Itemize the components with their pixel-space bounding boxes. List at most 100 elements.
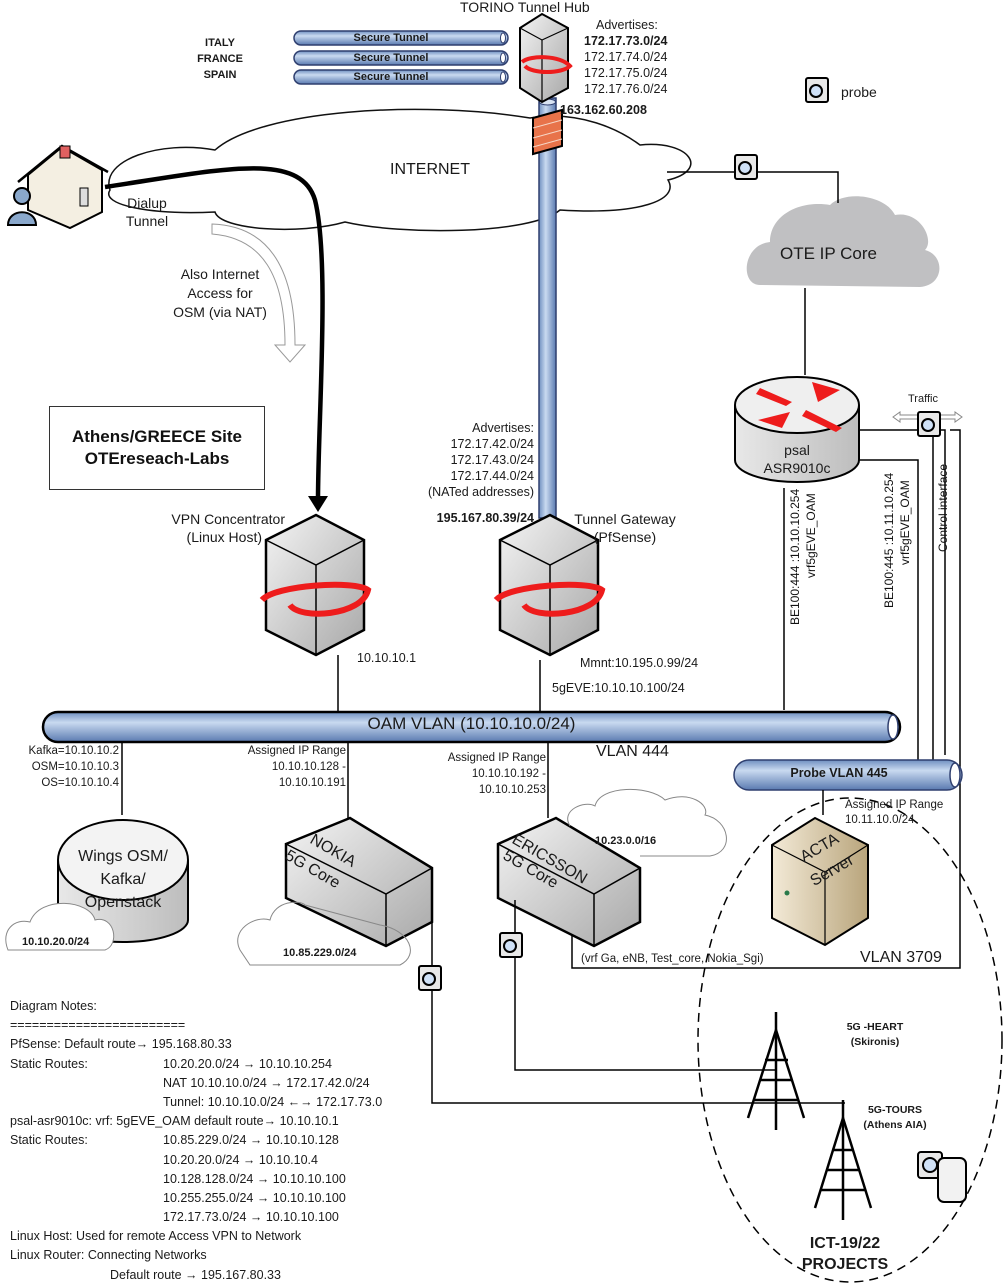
secure-tunnel-label: Secure Tunnel — [353, 32, 429, 44]
nokia-core-box-icon — [284, 816, 434, 948]
nokia-range-label: Assigned IP Range — [247, 745, 346, 757]
country-label: SPAIN — [203, 69, 237, 81]
gateway-prefix: 172.17.42.0/24 — [450, 437, 534, 451]
gateway-title: Tunnel Gateway — [574, 511, 676, 527]
wings-ip: OSM=10.10.10.3 — [31, 761, 119, 773]
site-5g-tours-line: (Athens AIA) — [863, 1119, 927, 1131]
nokia-subnet: 10.85.229.0/24 — [283, 947, 357, 959]
nat-note-line: OSM (via NAT) — [173, 304, 267, 320]
site-5g-heart-line: 5G -HEART — [846, 1021, 904, 1033]
wings-label-line: Kafka/ — [100, 871, 146, 888]
vpn-ip: 10.10.10.1 — [357, 651, 417, 665]
gateway-advertises-label: Advertises: — [472, 421, 534, 435]
notes-title: Diagram Notes: — [10, 999, 97, 1013]
tower-5g-tours-icon — [813, 1100, 873, 1220]
torino-hub-title: TORINO Tunnel Hub — [460, 0, 590, 15]
mobile-probe-device-icon — [917, 1151, 967, 1203]
internet-label: INTERNET — [390, 161, 470, 178]
ict-projects-line: PROJECTS — [801, 1256, 889, 1273]
site-title-box: Athens/GREECE Site OTEreseach-Labs — [49, 406, 265, 490]
ericsson-subnet-cloud — [567, 789, 727, 857]
vpn-title: (Linux Host) — [186, 529, 262, 545]
torino-prefix: 172.17.76.0/24 — [584, 82, 668, 96]
gateway-title: (PfSense) — [593, 529, 657, 545]
wings-ip: OS=10.10.10.4 — [41, 777, 119, 789]
notes-row-value: Default route → 195.167.80.33 — [110, 1267, 281, 1282]
ericsson-subnet: 10.23.0.0/16 — [595, 835, 657, 847]
country-label: FRANCE — [197, 53, 243, 65]
site-title-line: OTEreseach-Labs — [84, 449, 230, 468]
probe-vlan-range-label: Assigned IP Range — [845, 799, 944, 811]
probe-icon-ericsson — [499, 932, 523, 958]
torino-advertises-label: Advertises: — [596, 18, 658, 32]
dialup-arrowhead — [308, 496, 328, 512]
site-5g-tours-label: 5G-TOURS (Athens AIA) — [850, 1103, 940, 1133]
nat-access-arrow — [211, 223, 307, 363]
nokia-range: 10.10.10.191 — [278, 777, 346, 789]
ericsson-vrf-note: (vrf Ga, eNB, Test_core, Nokia_Sgi) — [581, 953, 764, 965]
notes-row-value: Tunnel: 10.10.10.0/24 ←→ 172.17.73.0 — [163, 1094, 383, 1109]
notes-row-value: NAT 10.10.10.0/24 → 172.17.42.0/24 — [163, 1075, 370, 1090]
oam-vlan-label: OAM VLAN (10.10.10.0/24) — [367, 714, 576, 733]
home-user-icon — [6, 144, 109, 230]
router-link2-label: BE100:445 :10.11.10.254 — [882, 472, 896, 608]
notes-row-key: Static Routes: — [10, 1056, 88, 1071]
ote-ip-core-cloud — [746, 196, 940, 287]
site-5g-heart-line: (Skironis) — [850, 1036, 900, 1048]
gateway-prefix: 172.17.44.0/24 — [450, 469, 534, 483]
site-5g-tours-line: 5G-TOURS — [867, 1104, 923, 1116]
probe-vlan-range: 10.11.10.0/24 — [845, 814, 915, 826]
nokia-subnet-cloud — [237, 901, 411, 966]
notes-row-value: 10.20.20.0/24 → 10.10.10.4 — [163, 1152, 318, 1167]
torino-prefix: 172.17.73.0/24 — [584, 34, 668, 48]
nat-note-line: Also Internet — [180, 266, 260, 282]
gateway-prefix: 172.17.43.0/24 — [450, 453, 534, 467]
notes-row-key: Static Routes: — [10, 1133, 88, 1148]
country-label: ITALY — [205, 37, 235, 49]
probe-icon-nokia — [418, 965, 442, 991]
ericsson-core-box-icon — [496, 816, 642, 948]
secure-tunnel-label: Secure Tunnel — [353, 52, 429, 64]
acta-server-icon — [771, 816, 869, 947]
notes-row-value: 10.128.128.0/24 → 10.10.10.100 — [163, 1171, 346, 1186]
ict-projects-boundary — [697, 797, 1003, 1283]
gateway-public-ip: 195.167.80.39/24 — [436, 511, 534, 525]
probe-icon-legend — [805, 77, 829, 103]
site-title-line: Athens/GREECE Site — [71, 427, 243, 446]
notes-row-key: psal-asr9010c: vrf: 5gEVE_OAM default ro… — [10, 1114, 339, 1129]
nat-note-line: Access for — [187, 285, 253, 301]
secure-tunnel-label: Secure Tunnel — [353, 71, 429, 83]
wings-label-line: Wings OSM/ — [78, 848, 168, 865]
traffic-label: Traffic — [908, 393, 938, 405]
notes-row-key: PfSense: Default route→ 195.168.80.33 — [10, 1037, 232, 1052]
probe-icon-traffic — [917, 411, 941, 437]
notes-row-value: 10.20.20.0/24 → 10.10.10.254 — [163, 1056, 332, 1071]
vlan-444-label: VLAN 444 — [596, 743, 669, 760]
dialup-label: Tunnel — [125, 213, 169, 229]
notes-row-key: Linux Router: Connecting Networks — [10, 1248, 207, 1263]
wings-ip: Kafka=10.10.10.2 — [28, 745, 119, 757]
ict-projects-line: ICT-19/22 — [809, 1235, 881, 1252]
ericsson-range: 10.10.10.192 - — [471, 768, 546, 780]
wings-subnet-cloud — [5, 902, 115, 951]
firewall-icon — [532, 108, 563, 156]
torino-prefix: 172.17.75.0/24 — [584, 66, 668, 80]
vpn-concentrator-server-icon — [259, 513, 372, 657]
ericsson-range: 10.10.10.253 — [478, 784, 546, 796]
router-link1-vrf: vrf5gEVE_OAM — [804, 493, 818, 578]
notes-row-value: 172.17.73.0/24 → 10.10.10.100 — [163, 1210, 339, 1225]
tunnel-gateway-server-icon — [493, 513, 606, 657]
secure-tunnel-pipes — [293, 30, 509, 85]
ict-projects-label: ICT-19/22 PROJECTS — [785, 1233, 905, 1275]
oam-vlan-pipe — [41, 710, 902, 744]
wings-subnet: 10.10.20.0/24 — [22, 936, 90, 948]
torino-hub-server-icon — [519, 12, 573, 104]
notes-separator: ======================== — [10, 1018, 186, 1033]
notes-row-value: 10.255.255.0/24 → 10.10.10.100 — [163, 1190, 346, 1205]
torino-public-ip: 163.162.60.208 — [560, 103, 647, 117]
wings-label-line: Openstack — [84, 894, 162, 911]
dialup-tunnel-line — [104, 166, 325, 501]
torino-prefix: 172.17.74.0/24 — [584, 50, 668, 64]
notes-row-key: Linux Host: Used for remote Access VPN t… — [10, 1229, 302, 1244]
